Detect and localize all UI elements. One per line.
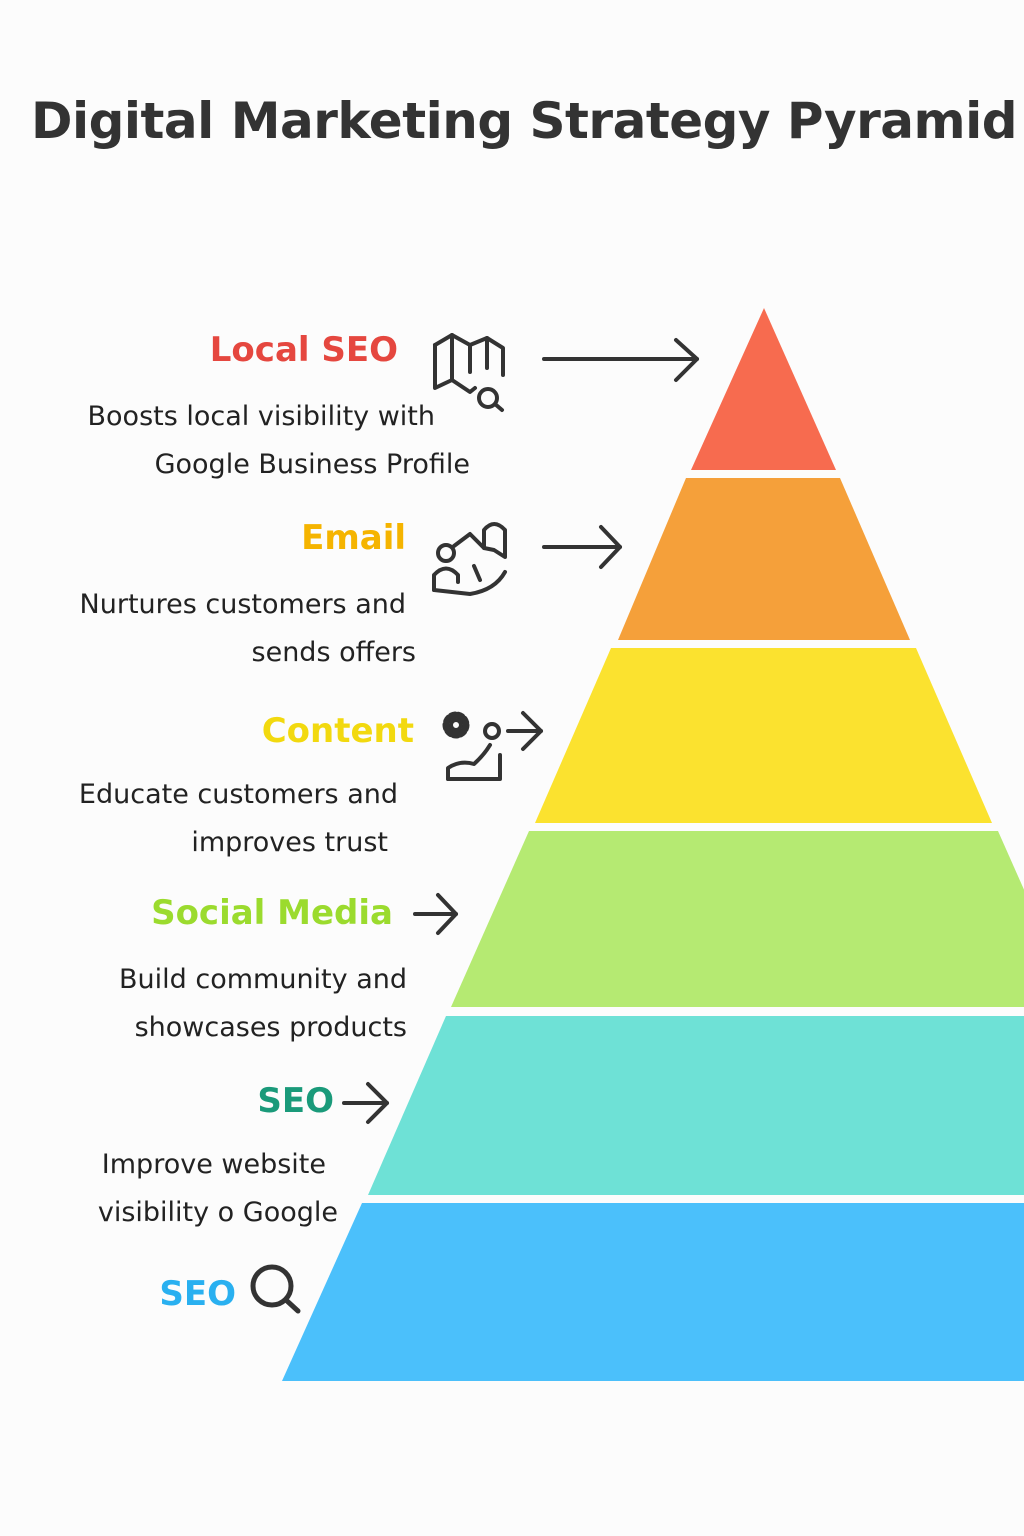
level-description-seo: Improve website visibility o Google bbox=[97, 1149, 338, 1228]
pyramid-layer-seo bbox=[368, 1016, 1024, 1195]
gear-person-icon bbox=[442, 711, 502, 781]
level-label-seo-base: SEO bbox=[159, 1274, 236, 1314]
level-label-social-media: Social Media bbox=[151, 893, 393, 933]
arrow-right-icon bbox=[542, 338, 699, 382]
pyramid-layer-local-seo bbox=[691, 308, 836, 470]
pyramid-layer-social-media bbox=[451, 831, 1024, 1007]
level-description-content: Educate customers and improves trust bbox=[78, 779, 398, 858]
arrow-right-icon bbox=[506, 711, 543, 751]
arrow-right-icon bbox=[413, 893, 458, 935]
pyramid-layer-content bbox=[535, 648, 992, 823]
level-description-local-seo: Boosts local visibility with Google Busi… bbox=[87, 401, 470, 480]
level-label-seo: SEO bbox=[257, 1081, 334, 1121]
search-icon bbox=[250, 1264, 301, 1314]
people-email-icon bbox=[432, 522, 507, 596]
level-description-social-media: Build community and showcases products bbox=[119, 964, 407, 1043]
page-title: Digital Marketing Strategy Pyramid bbox=[30, 92, 1018, 150]
level-label-local-seo: Local SEO bbox=[209, 330, 398, 370]
arrow-right-icon bbox=[342, 1082, 389, 1124]
level-label-email: Email bbox=[301, 518, 406, 558]
level-description-email: Nurtures customers and sends offers bbox=[79, 589, 416, 668]
level-label-content: Content bbox=[261, 711, 414, 751]
pyramid-layer-seo-base bbox=[282, 1203, 1024, 1381]
pyramid-layer-email bbox=[618, 478, 910, 640]
map-search-icon bbox=[433, 333, 505, 412]
arrow-right-icon bbox=[542, 525, 622, 569]
